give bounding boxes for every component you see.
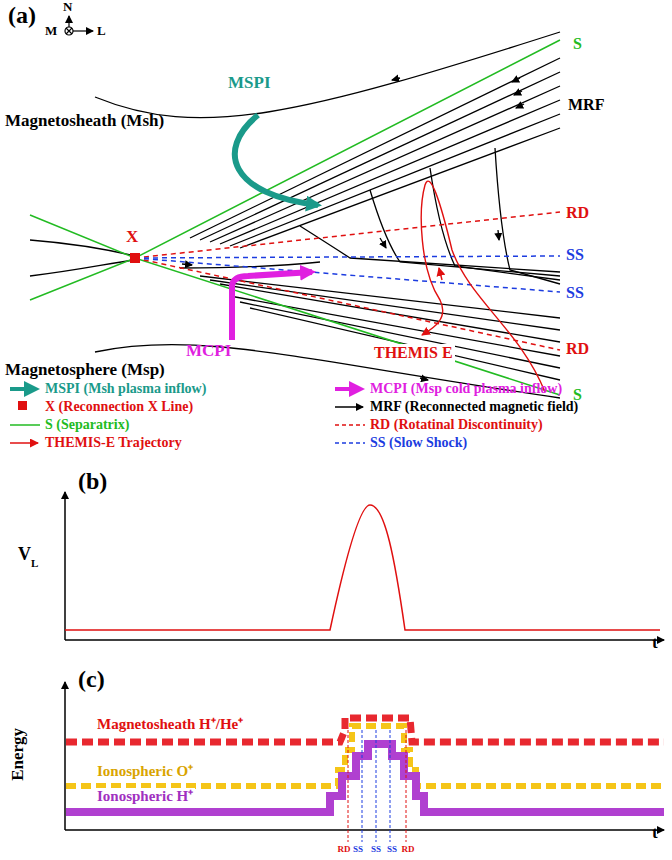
legend-text: MRF (Reconnected magnetic field) [370,399,578,414]
band-label: Ionospheric H⁺ [95,788,195,805]
panel-letter: (a) [8,2,36,28]
field-label: MRF [568,96,604,114]
legend-samples [10,389,365,443]
boundary-tick: RD [338,845,351,855]
axis-label: Energy [9,728,28,781]
axes-c [65,682,664,830]
region-label: Magnetosheath (Msh) [5,112,164,131]
axis-label: t [652,634,658,653]
boundary-label: SS [566,246,584,264]
boundary-label: SS [566,284,584,302]
flow-label: MSPI [228,74,271,93]
boundary-markers [348,730,406,842]
legend-text: MSPI (Msh plasma inflow) [45,381,206,396]
axis-subscript: L [31,557,38,569]
region-label: Magnetosphere (Msp) [5,361,165,380]
trajectory-label: THEMIS E [372,344,455,362]
x-line-marker [130,253,140,263]
panel-letter: (b) [78,468,107,494]
axis-letter: N [63,0,72,14]
field-lines [30,32,560,398]
legend-text: THEMIS-E Trajectory [45,435,182,450]
band-label: Ionospheric O⁺ [95,763,195,780]
axis-label: V [18,545,31,565]
boundary-tick: SS [371,845,381,855]
axis-letter: M [45,24,57,38]
mcpi-arrow [232,272,312,340]
mspi-arrow [235,115,318,205]
axes-b [65,492,664,640]
axis-letter: L [97,24,106,38]
boundary-tick: SS [387,845,397,855]
h-ion-band [66,744,664,812]
boundaries [30,40,560,395]
axis-label: t [652,824,658,843]
xline-label: X [126,228,138,247]
legend-text: S (Separatrix) [45,417,129,432]
legend-text: X (Reconnection X Line) [45,399,193,414]
legend-text: SS (Slow Shock) [370,435,467,450]
flow-label: MCPI [186,342,231,361]
boundary-tick: SS [353,845,363,855]
boundary-label: RD [566,204,589,222]
legend-text: RD (Rotatinal Discontinuity) [370,417,543,432]
boundary-tick: RD [402,845,415,855]
boundary-label: S [573,35,582,53]
compass [65,16,93,35]
panel-letter: (c) [78,666,105,692]
boundary-label: RD [566,340,589,358]
vl-curve [65,505,660,630]
legend-text: MCPI (Msp cold plasma inflow) [370,381,562,396]
trajectory-arrow [439,268,442,280]
band-label: Magnetosheath H⁺/He⁺ [95,716,245,733]
